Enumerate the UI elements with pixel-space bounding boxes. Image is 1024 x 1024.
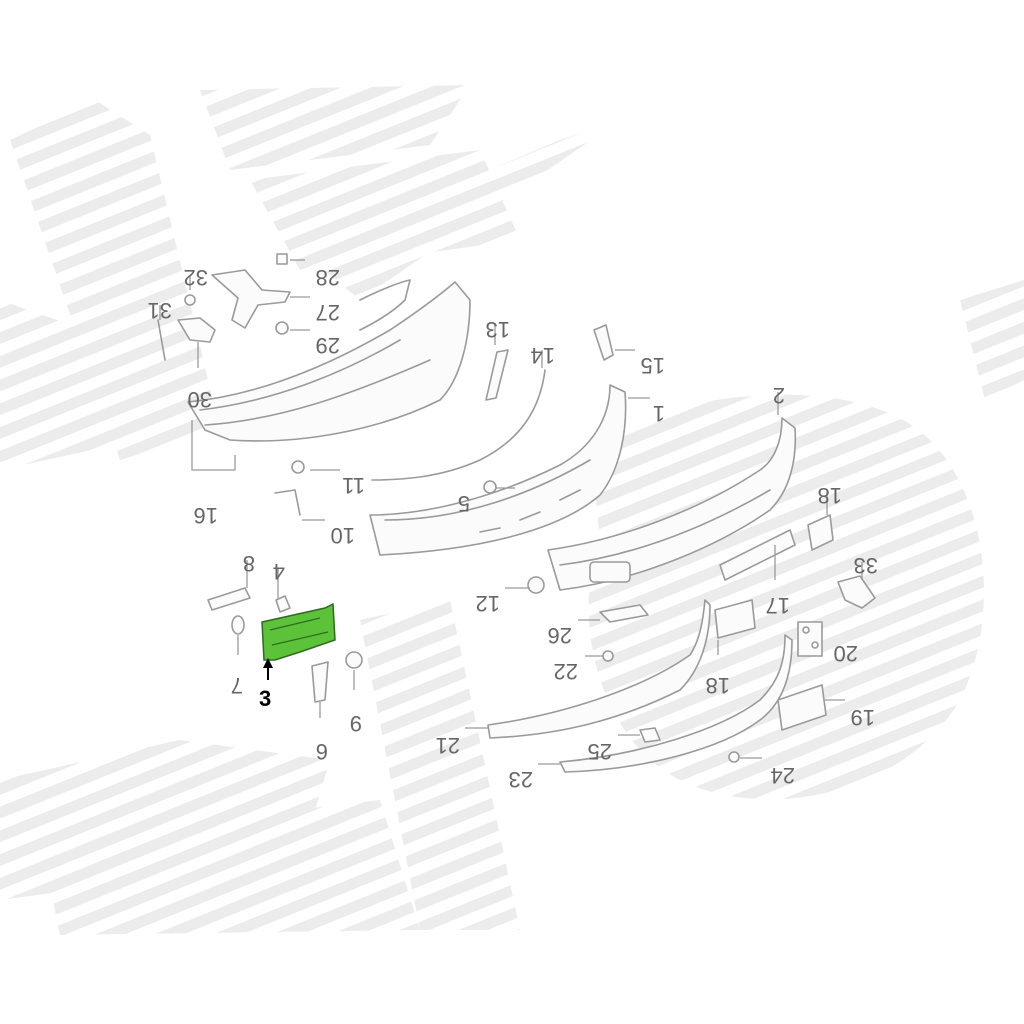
left-parts bbox=[207, 587, 363, 703]
small-parts bbox=[274, 460, 740, 763]
callout-14: 14 bbox=[531, 343, 555, 368]
callout-28: 28 bbox=[316, 265, 340, 290]
callout-16: 16 bbox=[194, 503, 218, 528]
callout-4: 4 bbox=[273, 559, 285, 584]
callout-11: 11 bbox=[342, 473, 365, 498]
watermark bbox=[0, 85, 1024, 935]
callout-7: 7 bbox=[231, 673, 243, 698]
callout-labels: 32 28 31 27 29 30 13 14 15 1 2 16 11 5 1… bbox=[148, 265, 878, 792]
callout-19: 19 bbox=[851, 705, 875, 730]
left-bracket-30 bbox=[157, 294, 216, 361]
callout-33: 33 bbox=[854, 553, 878, 578]
upper-bumper-cover bbox=[187, 279, 471, 442]
callout-18-lower: 18 bbox=[706, 673, 730, 698]
callout-10: 10 bbox=[331, 523, 355, 548]
valance-23 bbox=[559, 634, 793, 773]
callout-3: 3 bbox=[259, 686, 271, 711]
callout-25: 25 bbox=[588, 739, 612, 764]
callout-1: 1 bbox=[653, 401, 665, 426]
clips-28-29 bbox=[275, 253, 289, 335]
callout-20: 20 bbox=[834, 641, 858, 666]
callout-9: 9 bbox=[350, 711, 362, 736]
callout-8: 8 bbox=[243, 551, 255, 576]
grille-insert-17 bbox=[719, 529, 796, 581]
callout-32: 32 bbox=[184, 265, 208, 290]
callout-6: 6 bbox=[316, 739, 328, 764]
callout-24: 24 bbox=[771, 763, 795, 788]
highlighted-part-3 bbox=[261, 602, 336, 661]
bracket-15 bbox=[593, 324, 614, 361]
callout-22: 22 bbox=[554, 659, 578, 684]
leader-lines bbox=[159, 259, 863, 765]
reflector-18a bbox=[807, 514, 834, 551]
callout-21: 21 bbox=[436, 733, 460, 758]
callout-15: 15 bbox=[641, 353, 665, 378]
upper-bracket bbox=[211, 269, 291, 329]
callout-31: 31 bbox=[148, 298, 172, 323]
license-bracket-19 bbox=[777, 684, 827, 731]
reflector-18b bbox=[714, 599, 756, 639]
callout-5: 5 bbox=[458, 491, 470, 516]
callout-17: 17 bbox=[766, 593, 790, 618]
callout-26: 26 bbox=[548, 623, 572, 648]
callout-27: 27 bbox=[316, 300, 340, 325]
bracket-33 bbox=[837, 575, 876, 609]
molding-14 bbox=[371, 369, 546, 481]
lower-bumper bbox=[547, 417, 797, 591]
callout-18-upper: 18 bbox=[818, 483, 842, 508]
plate-20 bbox=[797, 621, 823, 657]
callout-13: 13 bbox=[486, 317, 510, 342]
callout-12: 12 bbox=[476, 591, 500, 616]
callout-23: 23 bbox=[509, 767, 533, 792]
callout-2: 2 bbox=[773, 383, 785, 408]
strip-13 bbox=[485, 349, 509, 401]
valance-21 bbox=[487, 599, 711, 739]
callout-29: 29 bbox=[316, 333, 340, 358]
callout-30: 30 bbox=[188, 387, 212, 412]
